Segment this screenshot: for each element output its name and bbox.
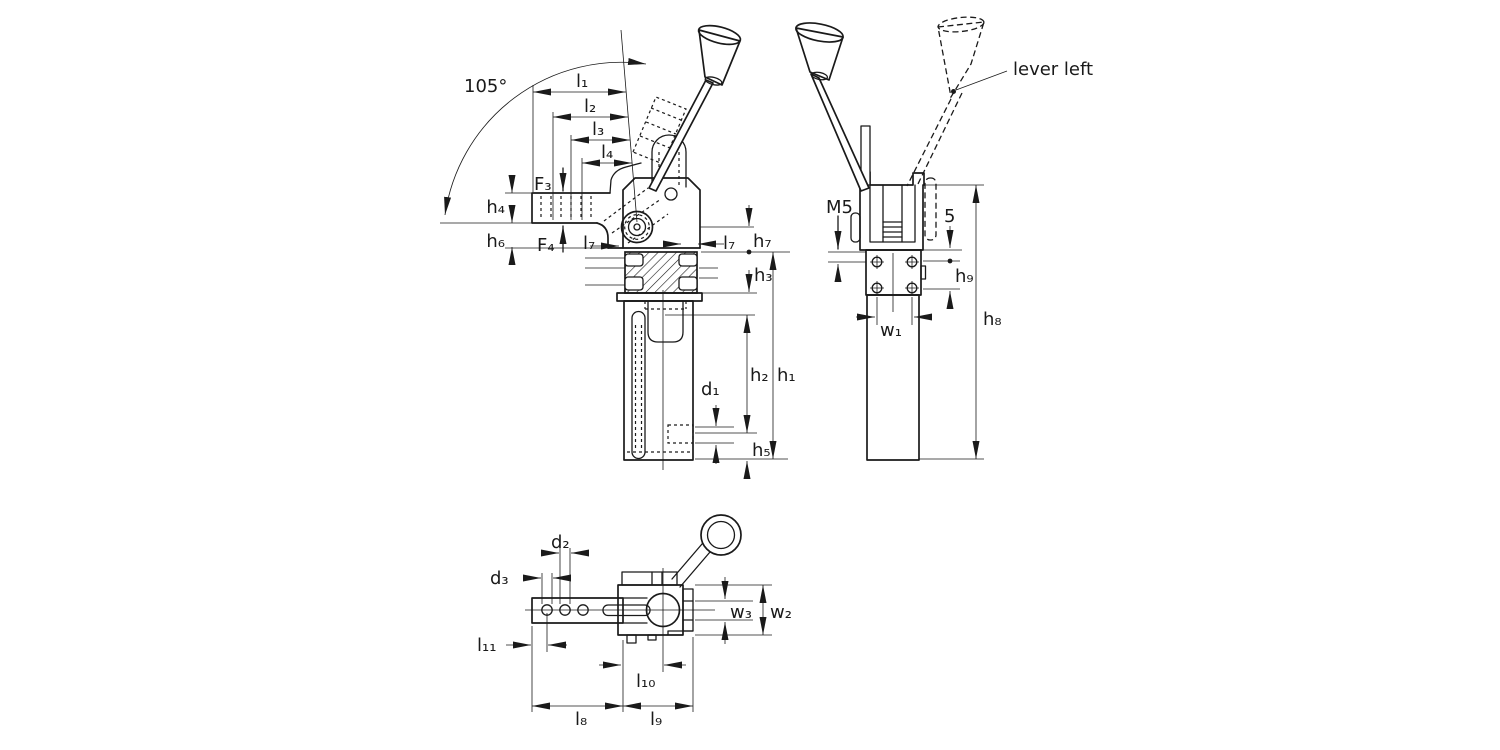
lever-front	[648, 24, 742, 192]
dim-label-l1: l₁	[576, 71, 588, 92]
dim-label-l2: l₂	[584, 96, 596, 117]
dim-label-d2: d₂	[551, 532, 570, 553]
dim-label-h9: h₉	[955, 266, 974, 287]
front-view: 105° l₁ l₂ l₃ l₄ F₃ F₄ h₄ h₆ l₇ l₇ h₇ h₃…	[440, 24, 796, 479]
lever-knob-side	[795, 27, 844, 81]
mounting-block	[624, 251, 698, 294]
mounting-plate-side	[865, 249, 927, 296]
clamp-arm-top	[531, 597, 651, 624]
dim-label-h5: h₅	[752, 440, 771, 461]
dim-label-h6: h₆	[486, 231, 505, 252]
dim-label-l4: l₄	[601, 142, 613, 163]
annotation-lever-left: lever left	[1013, 59, 1093, 80]
dim-label-h4: h₄	[486, 197, 505, 218]
dim-label-d3: d₃	[490, 568, 509, 589]
dim-label-l10: l₁₀	[636, 671, 655, 692]
dim-label-l7-left: l₇	[583, 233, 595, 254]
body-pin-hole	[664, 187, 678, 201]
lever-ring-knob	[700, 514, 742, 556]
dim-label-h2: h₂	[750, 365, 769, 386]
lever-left-leader	[955, 70, 1008, 91]
pivot-boss-side	[850, 212, 861, 243]
lever-top	[671, 514, 742, 588]
spindle-dome	[651, 134, 687, 188]
dim-label-f3: F₃	[534, 174, 552, 195]
dim-label-h3: h₃	[754, 265, 773, 286]
clamp-body-top	[617, 571, 694, 644]
lever-side	[795, 22, 871, 192]
dim-label-angle: 105°	[464, 76, 507, 97]
vertical-bar-front	[616, 290, 703, 470]
dim-label-l8: l₈	[575, 709, 587, 730]
top-view: d₂ d₃ l₁₁ w₃ w₂ l₁₀ l₈ l₉	[477, 514, 792, 730]
lever-left-dashed	[906, 16, 985, 241]
dim-label-f4: F₄	[537, 235, 555, 256]
dim-label-5: 5	[944, 206, 955, 227]
dim-label-w3: w₃	[730, 602, 752, 623]
dim-label-w1: w₁	[880, 320, 902, 341]
dim-label-l3: l₃	[592, 119, 604, 140]
side-view: M5 5 h₉ h₈ w₁ lever left	[795, 16, 1093, 461]
dim-label-d1: d₁	[701, 379, 720, 400]
dim-label-h1: h₁	[777, 365, 796, 386]
dim-label-h7: h₇	[753, 231, 772, 252]
dim-label-h8: h₈	[983, 309, 1002, 330]
dim-label-l11: l₁₁	[477, 635, 496, 656]
pivot-center	[633, 223, 641, 231]
dim-label-w2: w₂	[770, 602, 792, 623]
dim-label-l7-right: l₇	[723, 233, 735, 254]
spindle-dashed	[632, 96, 687, 165]
dim-label-l9: l₉	[650, 709, 662, 730]
d1-hole-hidden	[667, 424, 694, 444]
angle-arc	[444, 58, 647, 216]
dim-label-m5: M5	[826, 197, 853, 218]
